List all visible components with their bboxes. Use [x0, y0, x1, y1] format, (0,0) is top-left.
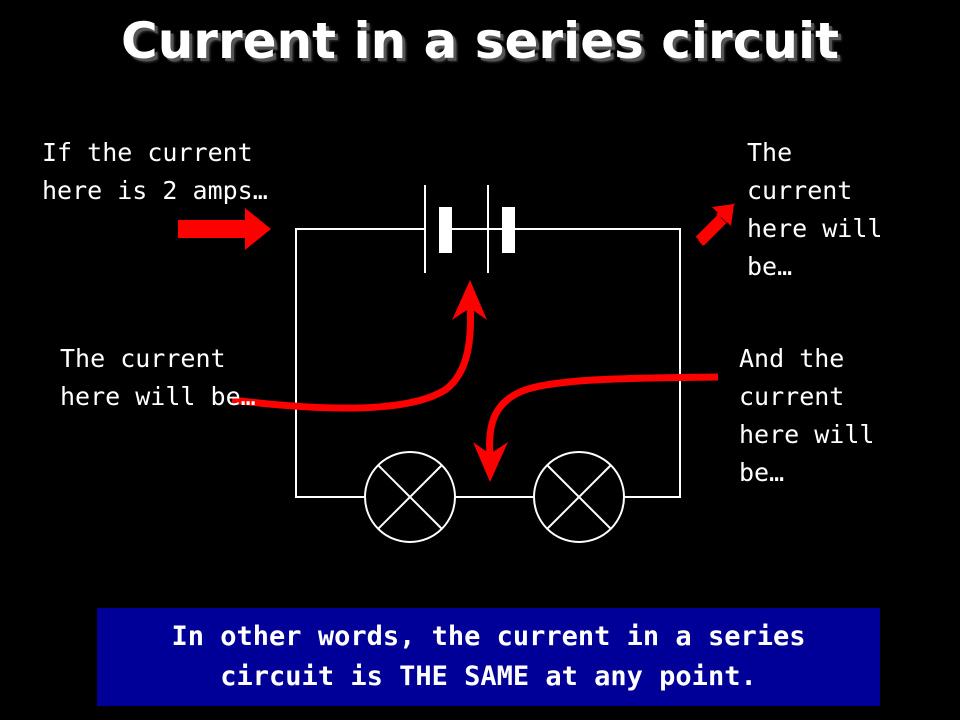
- wire-left: [295, 228, 425, 498]
- lamp-left-cross-b: [377, 464, 443, 530]
- arrow-mid-left-icon: [231, 280, 487, 412]
- lamp-right-cross-b: [546, 464, 612, 530]
- label-mid-right: And the current here will be…: [739, 344, 875, 487]
- cell-short-plate-1: [439, 207, 452, 253]
- summary-line-1: In other words, the current in a series: [171, 621, 806, 652]
- arrow-top-left-icon: [178, 208, 271, 250]
- slide-title: Current in a series circuit: [121, 12, 839, 70]
- lamp-left: [364, 451, 456, 543]
- label-top-right: The current here will be…: [747, 138, 883, 281]
- lamp-right: [533, 451, 625, 543]
- label-top-left: If the current here is 2 amps…: [42, 138, 268, 205]
- label-mid-left: The current here will be…: [60, 344, 256, 411]
- red-arrows: [178, 203, 735, 250]
- arrow-mid-right-icon: [473, 373, 719, 482]
- arrow-top-right-shape: [695, 204, 734, 246]
- cell-short-plate-2: [502, 207, 515, 253]
- summary-line-2: circuit is THE SAME at any point.: [220, 661, 757, 692]
- battery-symbol: [424, 185, 680, 273]
- summary-box: In other words, the current in a series …: [97, 608, 880, 706]
